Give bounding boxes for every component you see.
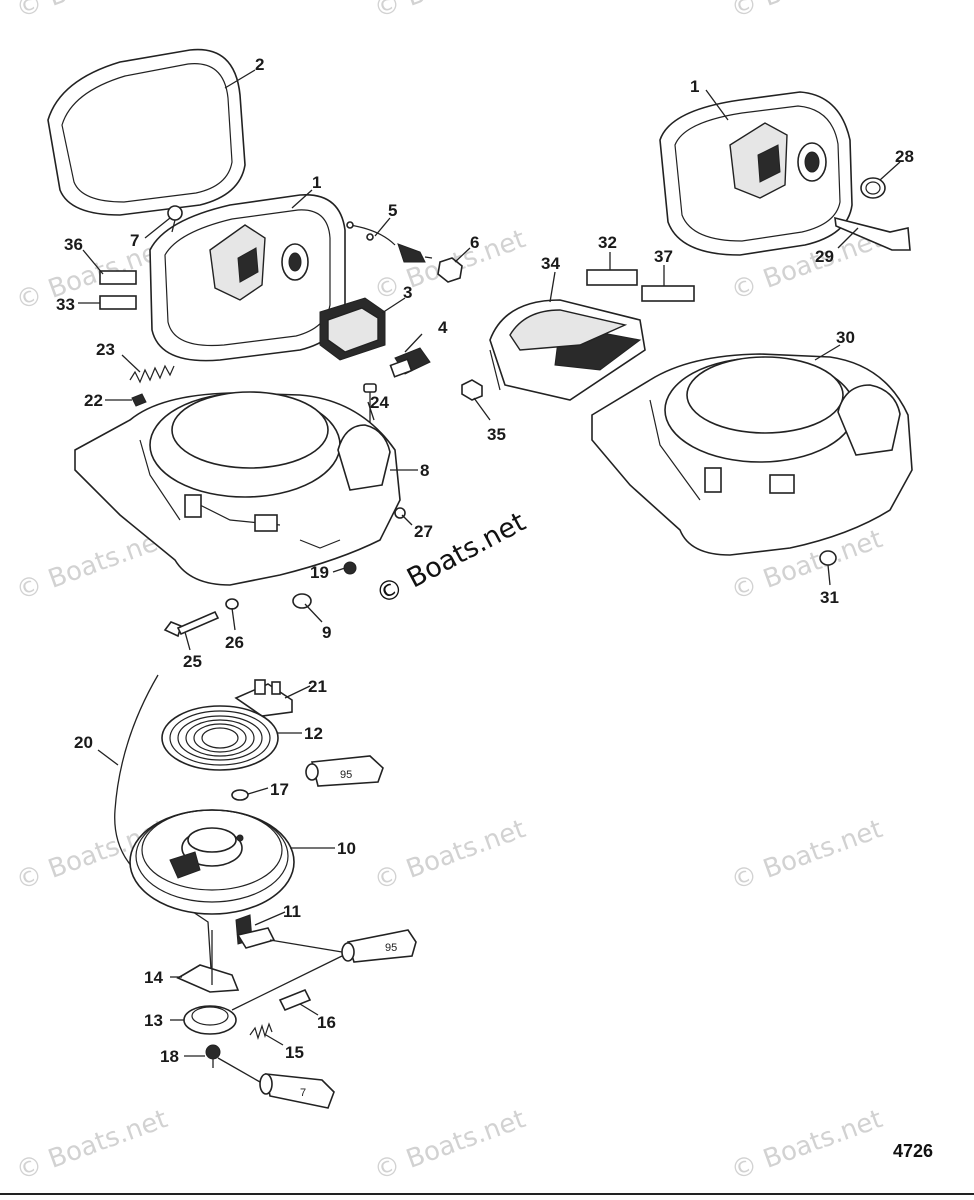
callout-10: 10 (337, 839, 356, 858)
part-7-screw (167, 205, 183, 233)
callouts: 2 1 7 36 33 5 6 6 3 4 23 22 24 8 27 19 9… (56, 55, 914, 1066)
part-26-washer (225, 598, 239, 610)
watermark: © Boats.net (12, 234, 171, 316)
watermark: © Boats.net (12, 1104, 171, 1186)
callout-14: 14 (144, 968, 163, 987)
part-32-decal (586, 269, 638, 286)
callout-2: 2 (255, 55, 264, 74)
callout-23: 23 (96, 340, 115, 359)
part-31-nut (819, 550, 837, 566)
tube-label: 95 (385, 942, 397, 954)
tube-label: 95 (340, 769, 352, 781)
lubricant-tube-7: 7 (259, 1073, 335, 1109)
part-13-plate (183, 1005, 237, 1035)
callout-35: 35 (487, 425, 506, 444)
part-1-cover-right (659, 91, 853, 256)
tube-label: 7 (300, 1087, 306, 1099)
callout-33: 33 (56, 295, 75, 314)
part-37-decal (641, 285, 695, 302)
part-22-clip (131, 393, 147, 407)
part-36-decal (99, 270, 137, 285)
callout-37: 37 (654, 247, 673, 266)
callout-5: 5 (388, 201, 397, 220)
watermark: © Boats.net (370, 0, 529, 25)
watermark: © Boats.net (12, 0, 171, 25)
callout-9: 9 (322, 623, 331, 642)
part-33-decal (99, 295, 137, 310)
callout-7: 7 (130, 231, 139, 250)
callout-26: 26 (225, 633, 244, 652)
main-watermark: © Boats.net (371, 506, 531, 611)
callout-13: 13 (144, 1011, 163, 1030)
part-23-spring (129, 364, 175, 384)
part-35-nut (461, 379, 483, 401)
callout-4: 4 (438, 318, 448, 337)
part-19-clip (343, 561, 357, 575)
callout-20: 20 (74, 733, 93, 752)
part-30-housing-right (591, 353, 913, 556)
figure-number: 4726 (893, 1141, 933, 1161)
callout-31: 31 (820, 588, 839, 607)
watermark: © Boats.net (370, 1104, 529, 1186)
callout-29: 29 (815, 247, 834, 266)
part-29-choke (834, 216, 911, 251)
callout-34: 34 (541, 254, 560, 273)
callout-21: 21 (308, 677, 327, 696)
part-28-knob (860, 177, 886, 199)
lubricant-tube-95-middle: 95 (341, 929, 417, 963)
watermark: © Boats.net (370, 814, 529, 896)
part-10-pulley (129, 809, 295, 915)
part-34-shield (489, 299, 646, 401)
callout-28: 28 (895, 147, 914, 166)
callout-3: 3 (403, 283, 412, 302)
part-9-grommet (292, 593, 312, 609)
part-3-handle (319, 297, 386, 361)
callout-16: 16 (317, 1013, 336, 1032)
part-11-pawl (235, 914, 276, 949)
callout-36: 36 (64, 235, 83, 254)
watermark: © Boats.net (727, 1104, 886, 1186)
part-6-nut (437, 257, 463, 283)
callout-6: 6 (470, 233, 479, 252)
callout-11: 11 (283, 902, 301, 921)
part-14-plate (176, 964, 240, 993)
part-21-pawl (234, 679, 293, 717)
callout-24: 24 (370, 393, 389, 412)
callout-18: 18 (160, 1047, 179, 1066)
callout-25: 25 (183, 652, 202, 671)
part-2-gasket (47, 48, 246, 216)
callout-17: 17 (270, 780, 289, 799)
callout-12: 12 (304, 724, 323, 743)
callout-27: 27 (414, 522, 433, 541)
part-15-spring (249, 1022, 273, 1040)
part-17-clip (231, 789, 249, 801)
callout-15: 15 (285, 1043, 304, 1062)
watermark: © Boats.net (727, 814, 886, 896)
part-5-cable (346, 221, 433, 263)
watermark: © Boats.net (727, 0, 886, 25)
callout-32: 32 (598, 233, 617, 252)
callout-19: 19 (310, 563, 329, 582)
leader-lines (78, 69, 901, 1057)
part-8-housing-left (74, 391, 401, 586)
lubricant-tube-95-upper: 95 (305, 755, 384, 787)
callout-22: 22 (84, 391, 103, 410)
part-4-insert (389, 347, 431, 378)
callout-30: 30 (836, 328, 855, 347)
callout-8: 8 (420, 461, 429, 480)
part-1-cover-left (149, 194, 346, 362)
part-12-spring (161, 705, 279, 771)
callout-1-left: 1 (312, 173, 321, 192)
part-25-bolt (163, 610, 220, 638)
part-18-screw (205, 1044, 221, 1068)
part-16-link (278, 988, 312, 1012)
callout-1-right: 1 (690, 77, 699, 96)
